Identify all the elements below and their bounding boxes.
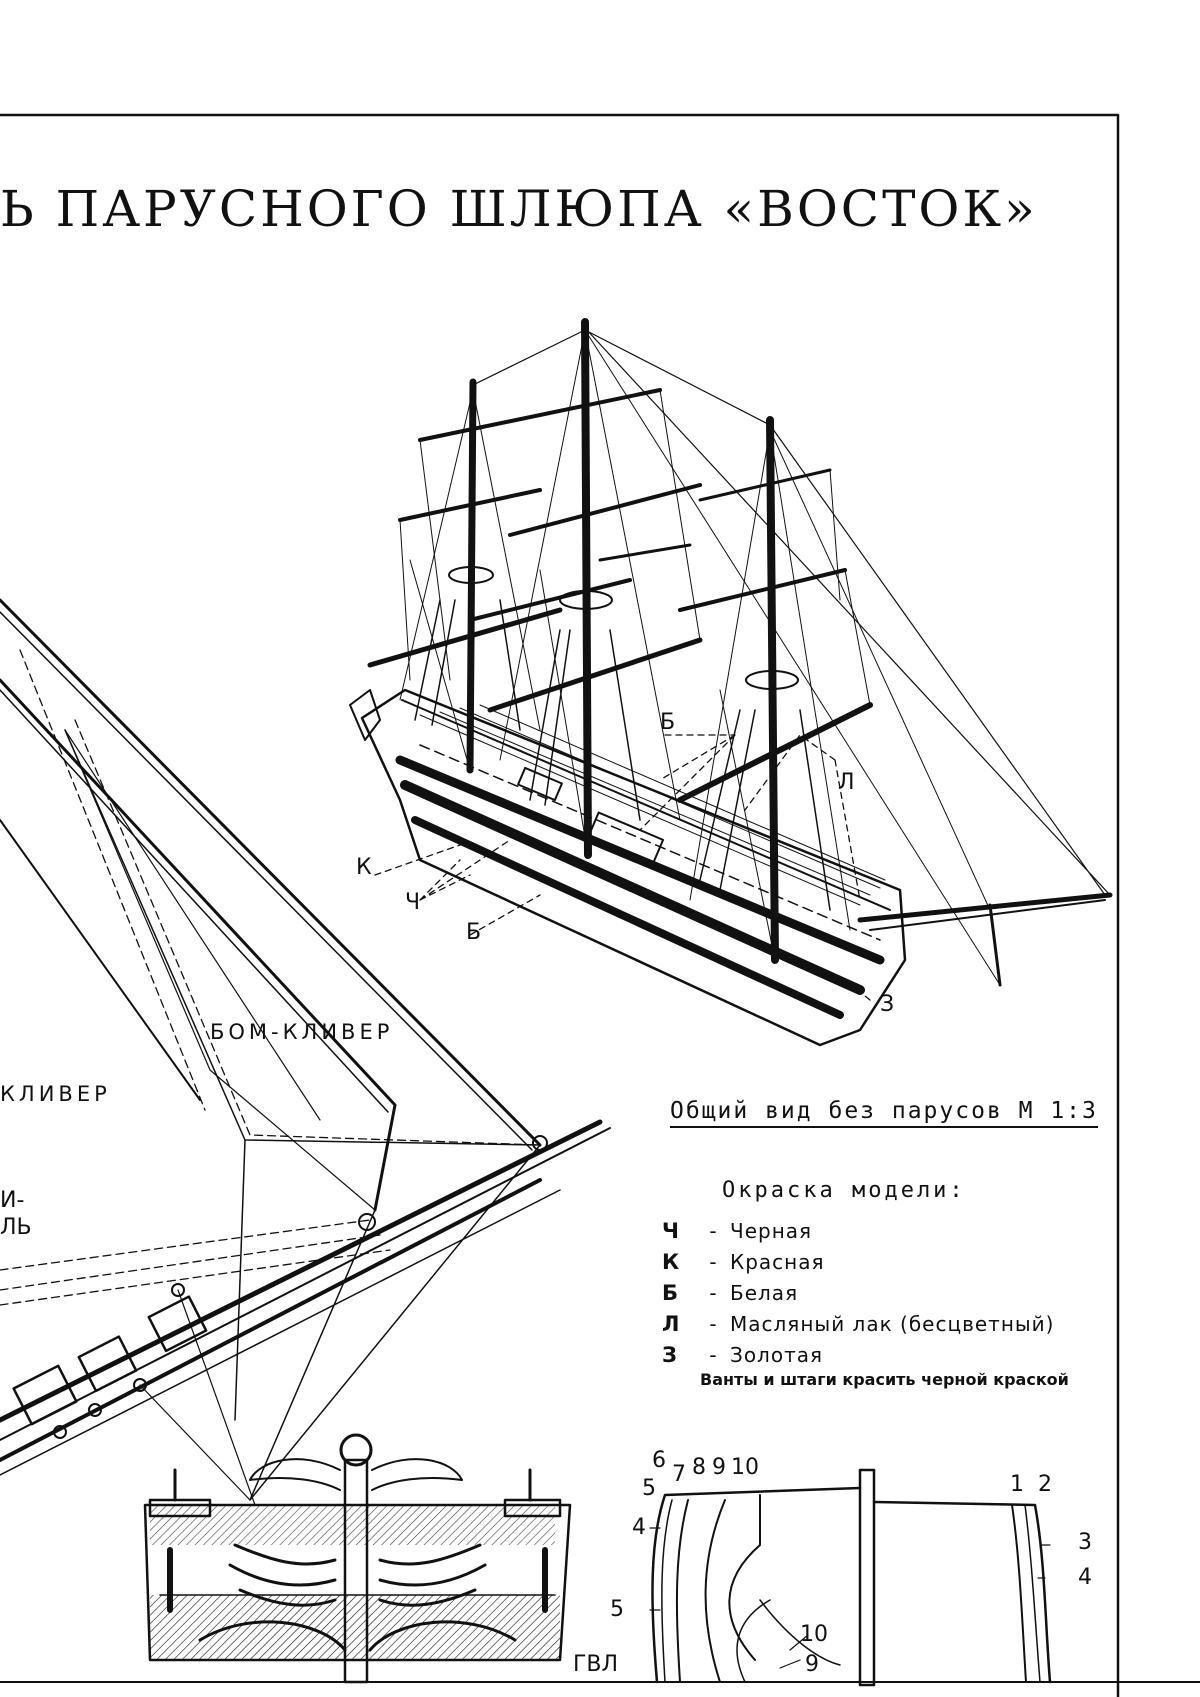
- section-label-4-right: 4: [1078, 1565, 1092, 1590]
- main-mast: [581, 318, 592, 859]
- paint-note: Ванты и штаги красить черной краской: [700, 1370, 1069, 1389]
- legend-row: К - Красная: [662, 1246, 1054, 1277]
- section-label-5b: 5: [610, 1597, 624, 1622]
- sail-label-partial-1: И-: [0, 1188, 25, 1213]
- legend-key: Л: [662, 1311, 680, 1336]
- ship-label-k: К: [356, 855, 372, 880]
- section-label-2: 2: [1038, 1472, 1052, 1497]
- ship-label-b-lower: Б: [466, 920, 482, 945]
- section-label-10-lower: 10: [800, 1622, 828, 1647]
- section-label-10: 10: [731, 1455, 759, 1480]
- sail-label-kliver: КЛИВЕР: [0, 1082, 111, 1106]
- yard: [418, 388, 662, 442]
- legend-dash: -: [709, 1342, 717, 1367]
- stern-view: [143, 1433, 572, 1684]
- section-label-1: 1: [1010, 1472, 1024, 1497]
- section-label-4: 4: [632, 1515, 646, 1540]
- section-label-9-lower: 9: [805, 1652, 819, 1677]
- legend-row: З - Золотая: [662, 1339, 1054, 1370]
- waterline-label: ГВЛ: [573, 1652, 619, 1677]
- jib-boom: [0, 1119, 603, 1423]
- section-label-8: 8: [692, 1455, 706, 1480]
- section-label-7: 7: [672, 1462, 686, 1487]
- ship-label-l: Л: [838, 770, 855, 795]
- ship-general-view: [349, 318, 1113, 1047]
- jib-sails-drawing: [0, 598, 611, 1506]
- legend-value: Черная: [730, 1218, 813, 1243]
- paint-heading: Окраска модели:: [722, 1178, 966, 1203]
- mizzen-mast: [466, 378, 477, 774]
- fore-mast: [766, 416, 779, 964]
- sail-label-partial-2: ЛЬ: [0, 1215, 32, 1240]
- section-label-3: 3: [1078, 1530, 1092, 1555]
- legend-value: Масляный лак (бесцветный): [730, 1311, 1055, 1336]
- ship-label-z: З: [880, 992, 895, 1017]
- legend-dash: -: [709, 1280, 717, 1305]
- sail-label-bom-kliver: БОМ-КЛИВЕР: [210, 1020, 394, 1044]
- section-label-9: 9: [712, 1455, 726, 1480]
- paint-legend: Ч - Черная К - Красная Б - Белая Л - Мас…: [662, 1215, 1054, 1370]
- legend-key: З: [662, 1342, 677, 1367]
- legend-value: Белая: [730, 1280, 799, 1305]
- legend-key: Б: [662, 1280, 679, 1305]
- bowsprit: [857, 892, 1113, 923]
- sheet-border: [0, 113, 1120, 1697]
- legend-dash: -: [709, 1218, 717, 1243]
- section-label-5a: 5: [642, 1476, 656, 1501]
- section-label-6: 6: [652, 1448, 666, 1473]
- view-caption: Общий вид без парусов М 1:3: [670, 1098, 1098, 1128]
- jib-stay: [0, 598, 542, 1147]
- legend-key: К: [662, 1249, 680, 1274]
- legend-row: Б - Белая: [662, 1277, 1054, 1308]
- ship-hull: [360, 688, 907, 1047]
- page-title: Ь ПАРУСНОГО ШЛЮПА «ВОСТОК»: [0, 180, 1038, 238]
- legend-key: Ч: [662, 1218, 679, 1243]
- legend-dash: -: [709, 1249, 717, 1274]
- frame-section: [649, 1468, 1052, 1687]
- legend-value: Красная: [730, 1249, 825, 1274]
- ship-label-ch: Ч: [405, 890, 421, 915]
- legend-row: Ч - Черная: [662, 1215, 1054, 1246]
- legend-dash: -: [709, 1311, 717, 1336]
- legend-row: Л - Масляный лак (бесцветный): [662, 1308, 1054, 1339]
- legend-value: Золотая: [730, 1342, 824, 1367]
- ship-label-b-upper: Б: [660, 710, 676, 735]
